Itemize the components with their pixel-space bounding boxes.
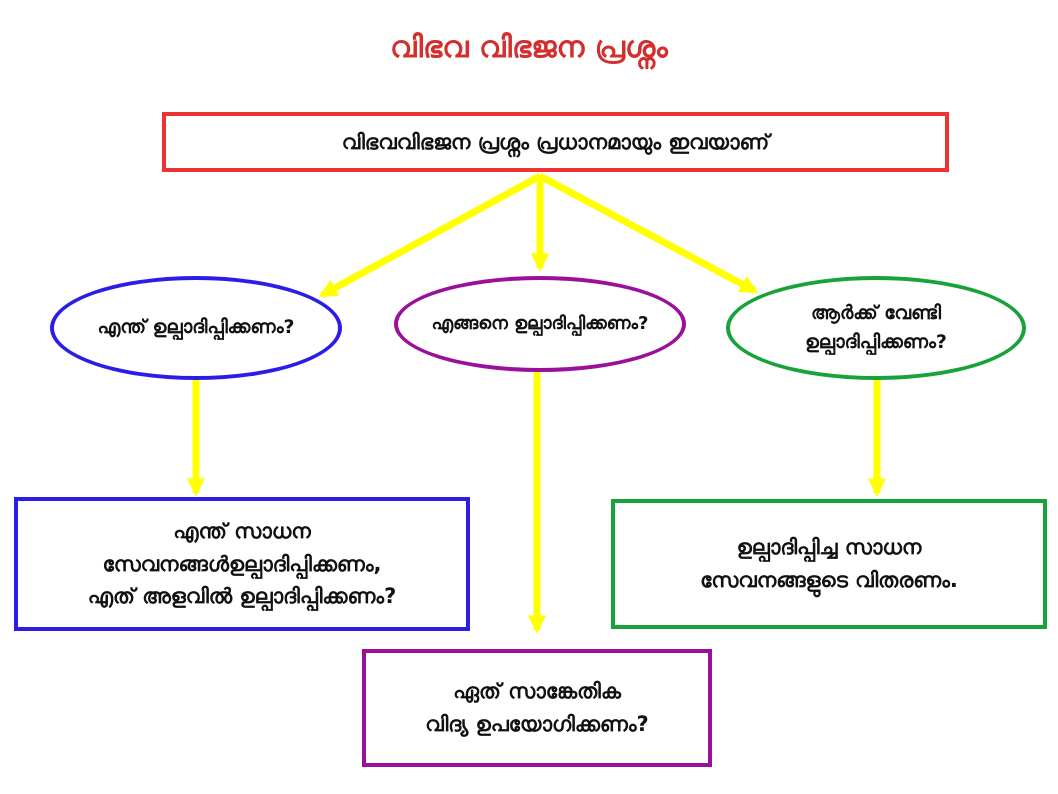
answer-how-line-1: ഏത് സാങ്കേതിക	[453, 679, 621, 704]
root-box: വിഭവവിഭജന പ്രശ്നം പ്രധാനമായും ഇവയാണ്	[162, 112, 949, 172]
answer-what-line-2: സേവനങ്ങൾഉല്പാദിപ്പിക്കണം,	[102, 551, 382, 576]
answer-for-whom-line-2: സേവനങ്ങളുടെ വിതരണം.	[700, 568, 958, 592]
question-what-line: എന്ത് ഉല്പാദിപ്പിക്കണം?	[97, 316, 295, 339]
answer-how-line-2: വിദ്യ ഉപയോഗിക്കണം?	[425, 712, 649, 736]
question-for-whom-line-1: ആർക്ക് വേണ്ടി	[811, 301, 941, 324]
question-oval-how: എങ്ങനെ ഉല്പാദിപ്പിക്കണം?	[394, 276, 686, 372]
answer-what-line-3: എത് അളവിൽ ഉല്പാദിപ്പിക്കണം?	[87, 584, 397, 609]
arrow-root-to-q1	[318, 172, 542, 299]
question-for-whom-line-2: ഉല്പാദിപ്പിക്കണം?	[805, 331, 947, 353]
answer-box-how: ഏത് സാങ്കേതിക വിദ്യ ഉപയോഗിക്കണം?	[362, 649, 712, 767]
answer-box-for-whom: ഉല്പാദിപ്പിച്ച സാധന സേവനങ്ങളുടെ വിതരണം.	[611, 499, 1047, 629]
root-text: വിഭവവിഭജന പ്രശ്നം പ്രധാനമായും ഇവയാണ്	[341, 129, 770, 154]
answer-box-what: എന്ത് സാധന സേവനങ്ങൾഉല്പാദിപ്പിക്കണം, എത്…	[14, 497, 470, 631]
question-oval-what: എന്ത് ഉല്പാദിപ്പിക്കണം?	[50, 276, 342, 380]
diagram-title: വിഭവ വിഭജന പ്രശ്നം	[390, 30, 668, 65]
arrow-root-to-q3	[538, 172, 759, 295]
question-oval-for-whom: ആർക്ക് വേണ്ടി ഉല്പാദിപ്പിക്കണം?	[726, 276, 1026, 380]
answer-for-whom-line-1: ഉല്പാദിപ്പിച്ച സാധന	[736, 535, 922, 560]
answer-what-line-1: എന്ത് സാധന	[173, 519, 311, 544]
question-how-line: എങ്ങനെ ഉല്പാദിപ്പിക്കണം?	[431, 313, 649, 335]
